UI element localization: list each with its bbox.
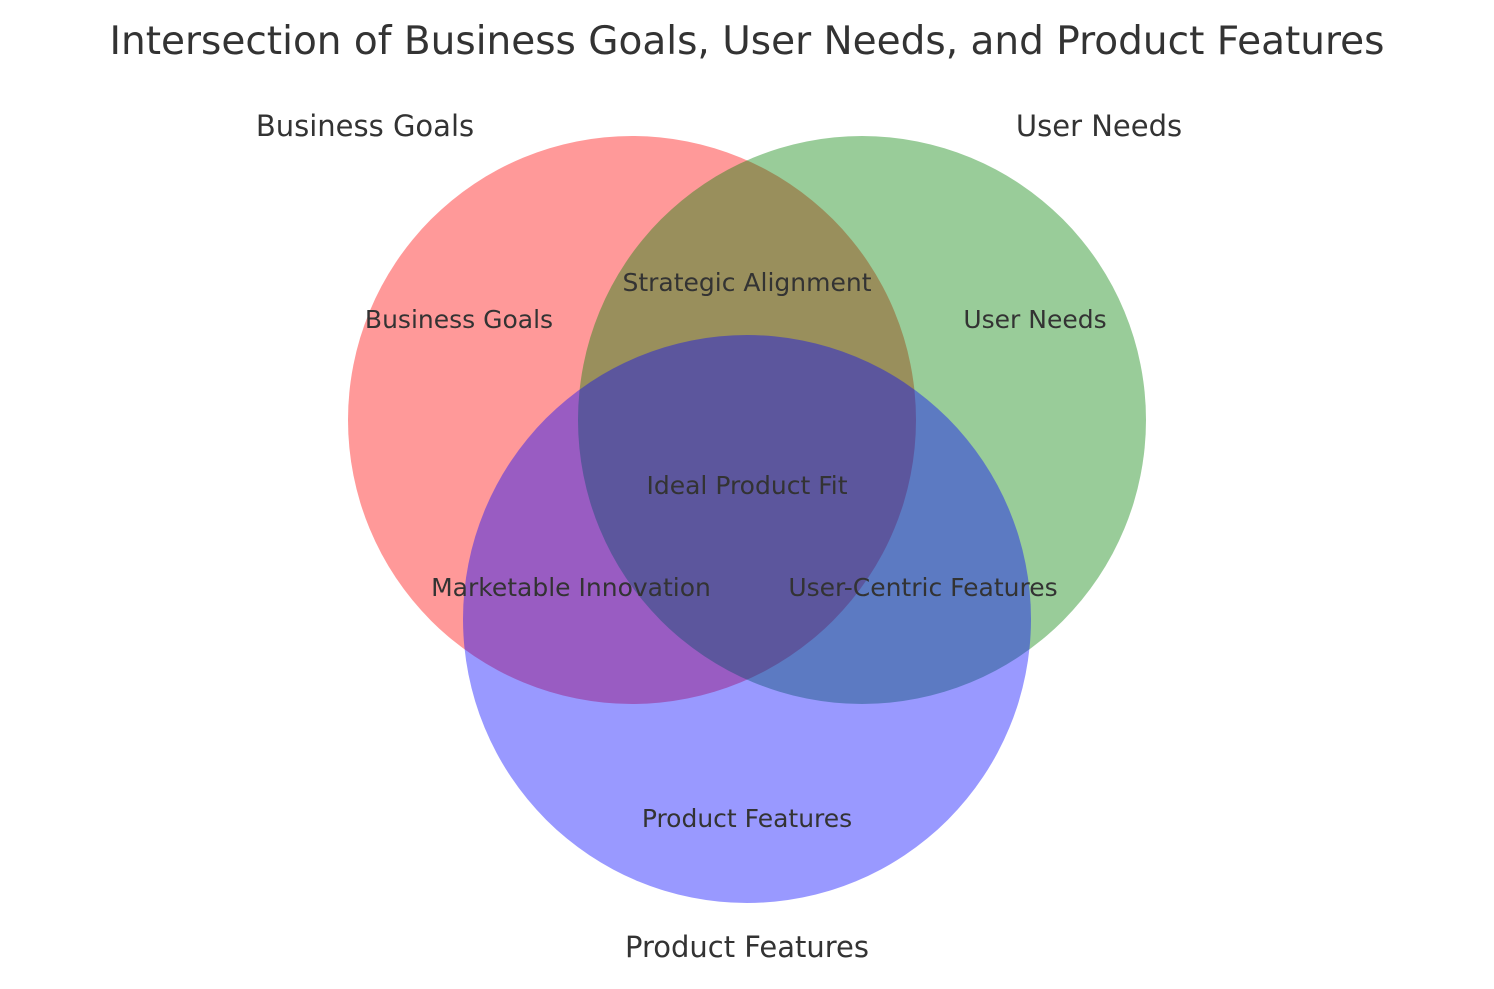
business-goals-circle [348,136,916,704]
region-label-strategic-alignment: Strategic Alignment [622,268,871,297]
set-label-user-needs: User Needs [1016,109,1182,143]
region-label-marketable-innovation: Marketable Innovation [431,573,711,602]
region-label-user-centric-features: User-Centric Features [788,573,1057,602]
region-label-ideal-product-fit: Ideal Product Fit [646,471,847,500]
set-label-business-goals: Business Goals [256,109,474,143]
venn-circles [348,136,1146,903]
user-needs-circle [578,136,1146,704]
region-label-user-only: User Needs [963,305,1106,334]
product-features-circle [463,335,1031,903]
set-label-product-features: Product Features [625,930,869,964]
diagram-title: Intersection of Business Goals, User Nee… [110,19,1385,64]
region-label-business-only: Business Goals [365,305,553,334]
region-label-product-only: Product Features [642,804,852,833]
